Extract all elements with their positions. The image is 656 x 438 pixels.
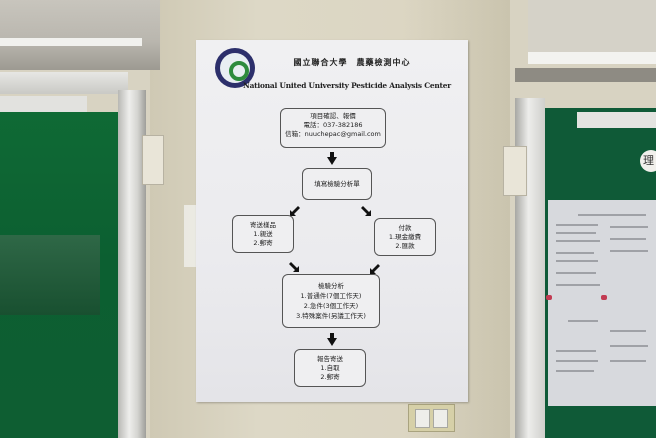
step-report-box: 報告寄送 1.自取 2.郵寄 (294, 349, 366, 387)
step-send-sample-box: 寄送樣品 1.親送 2.郵寄 (232, 215, 294, 253)
ceiling-right (528, 0, 656, 60)
arrow-down-left-icon (368, 260, 380, 274)
ceiling-left (0, 0, 160, 70)
arrow-down-icon (330, 152, 334, 157)
light-switch-1[interactable] (415, 409, 430, 428)
flowchart-poster: 國立聯合大學 農藥檢測中心 National United University… (196, 40, 468, 402)
arrow-down-icon (327, 338, 337, 346)
pushpin-icon (546, 295, 552, 300)
aluminum-frame-left (118, 90, 146, 438)
round-label-tag: 理 (640, 150, 656, 172)
step-analysis-box: 檢驗分析 1.普通件(7個工作天) 2.急件(3個工作天) 3.特殊案件(另議工… (282, 274, 380, 328)
pushpin-icon (601, 295, 607, 300)
label-strip-right (577, 112, 656, 128)
door-sensor-left (142, 135, 164, 185)
posted-notice-document (546, 200, 656, 406)
arrow-down-left-icon (288, 202, 300, 216)
arrow-down-right-icon (361, 202, 371, 216)
arrow-down-icon (330, 333, 334, 338)
door-sensor-right (503, 146, 527, 196)
light-switch-2[interactable] (433, 409, 448, 428)
nuu-logo-icon (215, 48, 255, 88)
arrow-down-icon (327, 157, 337, 165)
board-rail-right (515, 68, 656, 82)
poster-title-chinese: 國立聯合大學 農藥檢測中心 (293, 58, 411, 67)
step-form-box: 填寫檢驗分析單 (302, 168, 372, 200)
light-switch-plate (408, 404, 455, 432)
arrow-down-right-icon (289, 258, 299, 272)
ceiling-light-left (0, 38, 142, 46)
label-strip-left (0, 96, 87, 112)
step-payment-box: 付款 1.現金繳費 2.匯款 (374, 218, 436, 256)
tape-strip (184, 205, 198, 267)
step-contact-box: 項目確認、報價 電話：037-382186 信箱：nuuchepac@gmail… (280, 108, 386, 148)
board-rail-left (0, 72, 128, 94)
poster-title-english: National United University Pesticide Ana… (243, 81, 451, 90)
glass-reflection (0, 235, 100, 315)
ceiling-light-right (528, 52, 656, 64)
